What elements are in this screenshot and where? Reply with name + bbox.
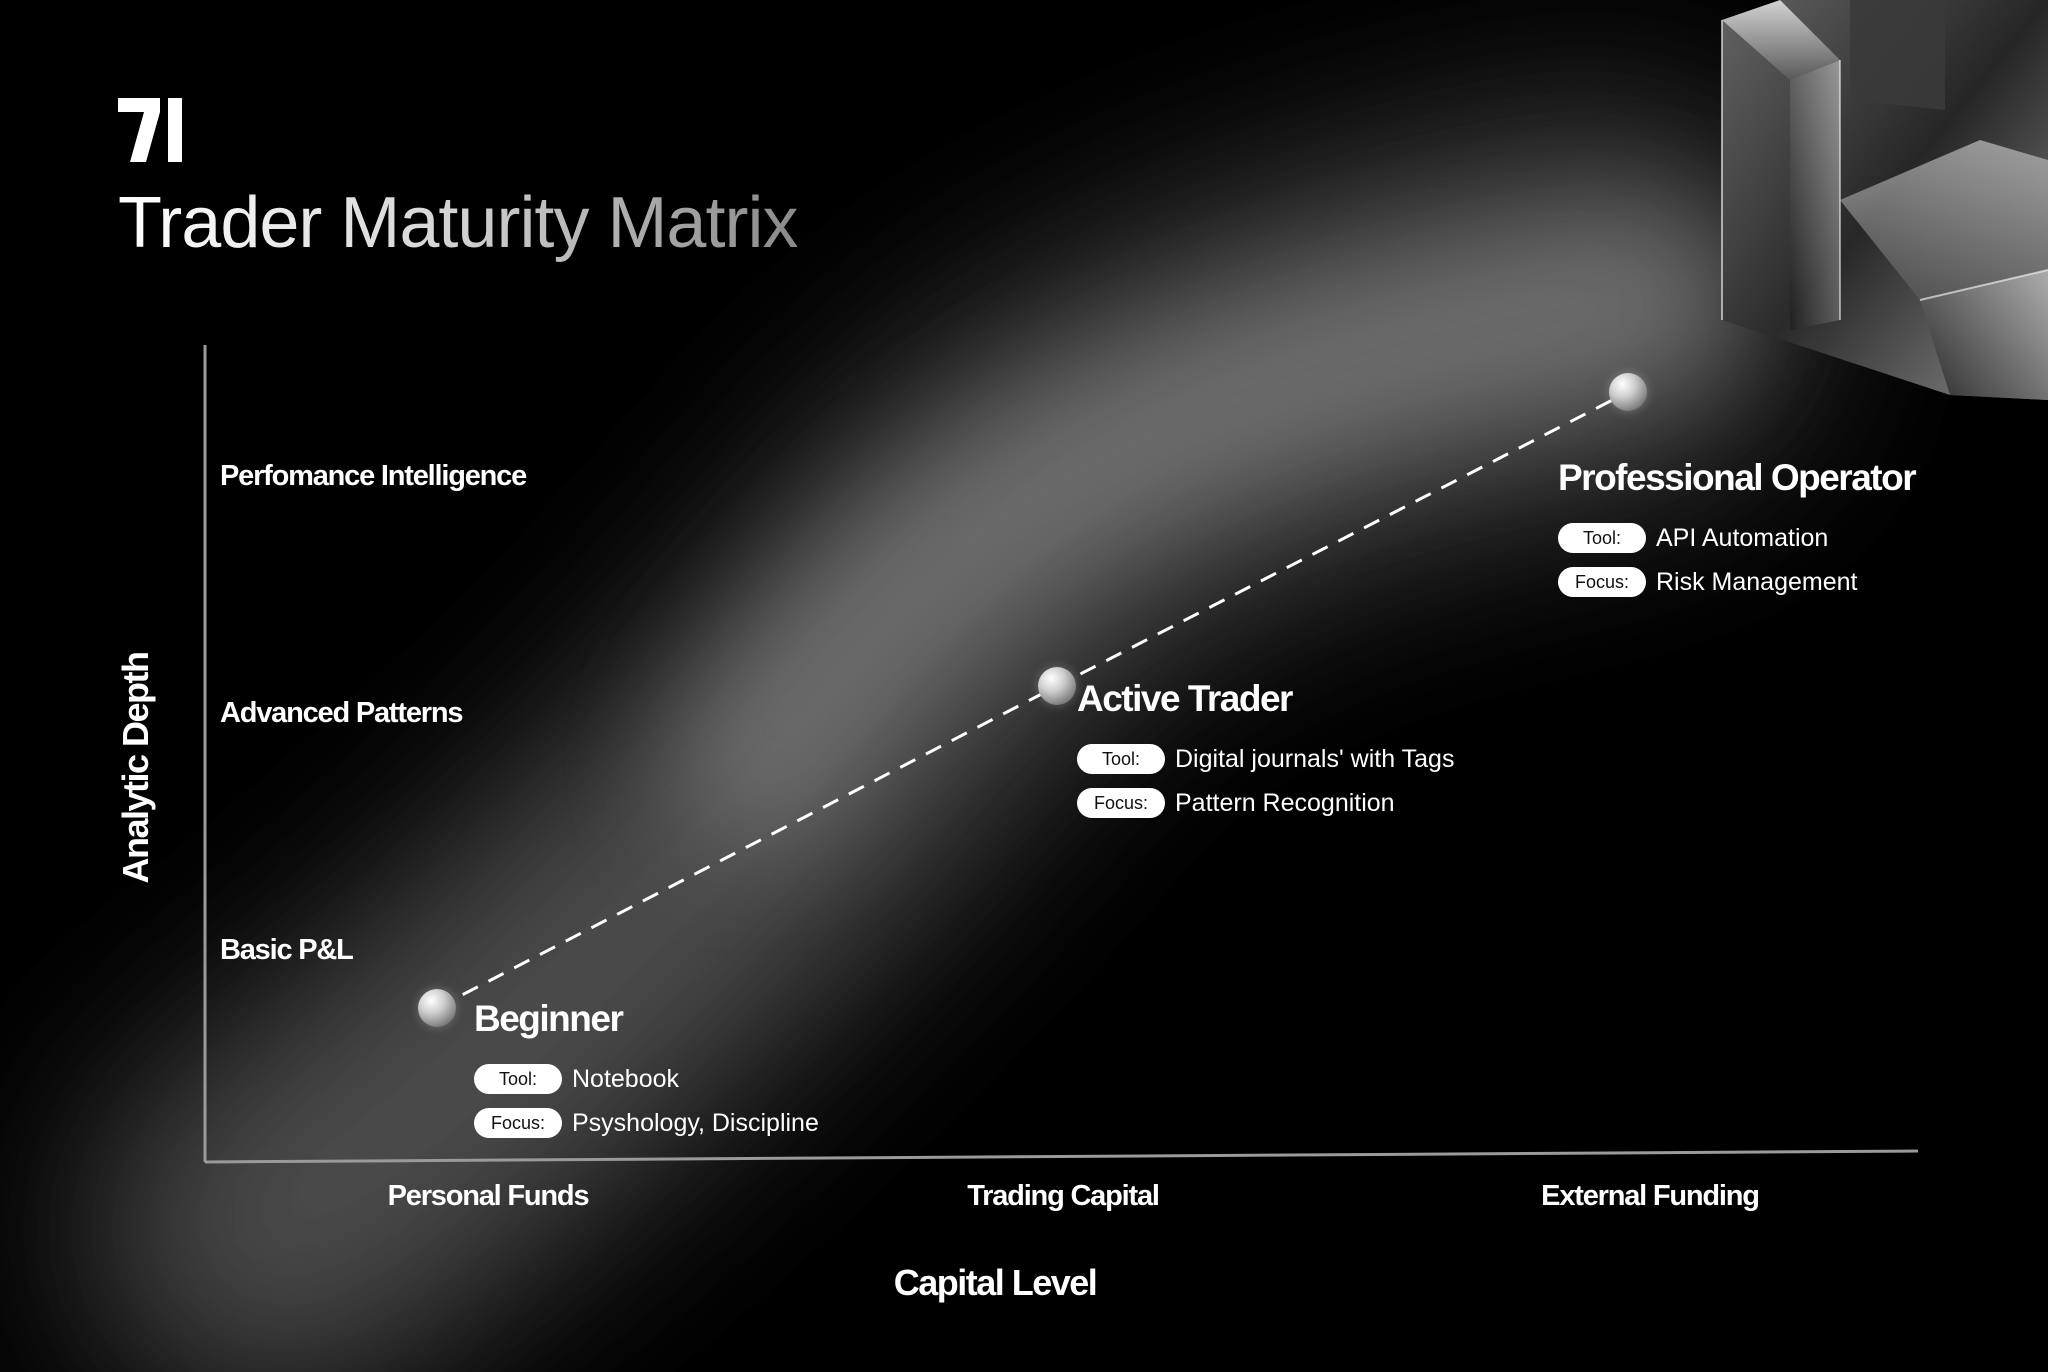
glass-cube-graphic (1721, 0, 2048, 400)
stage-tool-row: Tool: Notebook (474, 1062, 819, 1096)
x-tick-label: Trading Capital (967, 1180, 1160, 1212)
y-tick-label: Perfomance Intelligence (220, 460, 527, 492)
focus-value: Risk Management (1656, 567, 1858, 596)
tool-pill: Tool: (1077, 744, 1165, 774)
stage-card-professional-operator: Professional Operator Tool: API Automati… (1558, 457, 1917, 609)
x-tick-label: Personal Funds (387, 1180, 590, 1212)
focus-pill: Focus: (474, 1108, 562, 1138)
y-axis-title: Analytic Depth (115, 652, 156, 884)
stage-tool-row: Tool: API Automation (1558, 521, 1915, 555)
stage-name: Beginner (474, 998, 624, 1039)
stage-name: Active Trader (1077, 678, 1293, 719)
stage-node (1038, 667, 1076, 705)
stage-node (418, 989, 456, 1027)
x-axis-title: Capital Level (893, 1262, 1098, 1303)
focus-pill: Focus: (1558, 567, 1646, 597)
focus-pill: Focus: (1077, 788, 1165, 818)
tool-value: Digital journals' with Tags (1175, 744, 1455, 773)
stage-node (1609, 373, 1647, 411)
stage-focus-row: Focus: Risk Management (1558, 565, 1915, 599)
stage-card-beginner: Beginner Tool: Notebook Focus: Psysholog… (474, 998, 819, 1150)
x-axis-line (204, 1149, 1919, 1164)
page-title: Trader Maturity Matrix (118, 183, 798, 263)
y-tick-label: Basic P&L (220, 934, 354, 966)
tool-pill: Tool: (474, 1064, 562, 1094)
tool-value: API Automation (1656, 523, 1829, 552)
x-tick-label: External Funding (1541, 1180, 1760, 1212)
stage-focus-row: Focus: Pattern Recognition (1077, 786, 1454, 820)
focus-value: Psyshology, Discipline (572, 1108, 819, 1137)
brand-logo-icon (118, 98, 182, 162)
stage-focus-row: Focus: Psyshology, Discipline (474, 1106, 819, 1140)
tool-value: Notebook (572, 1064, 680, 1093)
tool-pill: Tool: (1558, 523, 1646, 553)
focus-value: Pattern Recognition (1175, 788, 1395, 817)
stage-name: Professional Operator (1558, 457, 1917, 498)
stage-tool-row: Tool: Digital journals' with Tags (1077, 742, 1454, 776)
stage-card-active-trader: Active Trader Tool: Digital journals' wi… (1077, 678, 1454, 830)
y-tick-label: Advanced Patterns (220, 697, 464, 729)
